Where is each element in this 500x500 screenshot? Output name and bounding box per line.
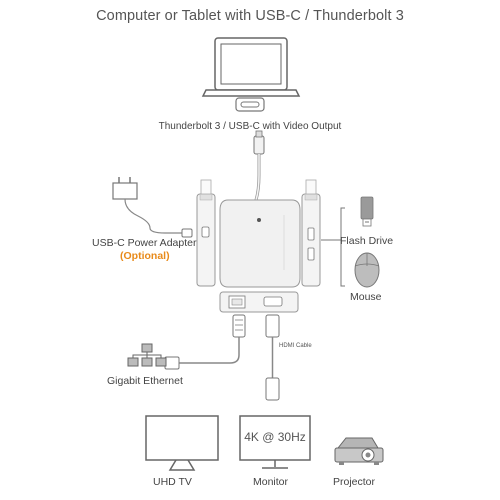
flash-drive-icon	[360, 196, 374, 227]
gigabit-ethernet-label: Gigabit Ethernet	[107, 375, 183, 387]
power-adapter-label: USB-C Power Adapter	[92, 237, 197, 249]
hub-device	[219, 199, 301, 288]
monitor-label: Monitor	[253, 476, 289, 488]
hub-left-side	[196, 179, 216, 287]
projector-icon	[334, 437, 384, 465]
usb-c-port-icon	[235, 97, 265, 112]
thunderbolt-label: Thunderbolt 3 / USB-C with Video Output	[158, 121, 342, 132]
page-title: Computer or Tablet with USB-C / Thunderb…	[96, 8, 404, 24]
hub-bottom-ports	[219, 291, 299, 313]
monitor-screen-text: 4K @ 30Hz	[244, 430, 306, 444]
mouse-label: Mouse	[350, 291, 382, 303]
projector-label: Projector	[333, 476, 376, 488]
mouse-icon	[354, 252, 380, 288]
uhd-tv-label: UHD TV	[153, 476, 192, 488]
flash-drive-label: Flash Drive	[340, 235, 394, 247]
usb-c-cable	[253, 130, 265, 201]
ethernet-cable	[164, 314, 246, 370]
power-adapter-icon	[112, 177, 193, 238]
monitor-icon	[239, 415, 311, 469]
hdmi-cable-label: HDMI Cable	[279, 343, 312, 349]
laptop-icon	[201, 37, 301, 97]
network-icon	[127, 343, 167, 367]
optional-label: (Optional)	[120, 250, 170, 262]
hdmi-cable	[265, 314, 280, 401]
hub-right-side	[301, 179, 321, 287]
usb-bracket	[321, 207, 345, 287]
tv-icon	[145, 415, 219, 471]
